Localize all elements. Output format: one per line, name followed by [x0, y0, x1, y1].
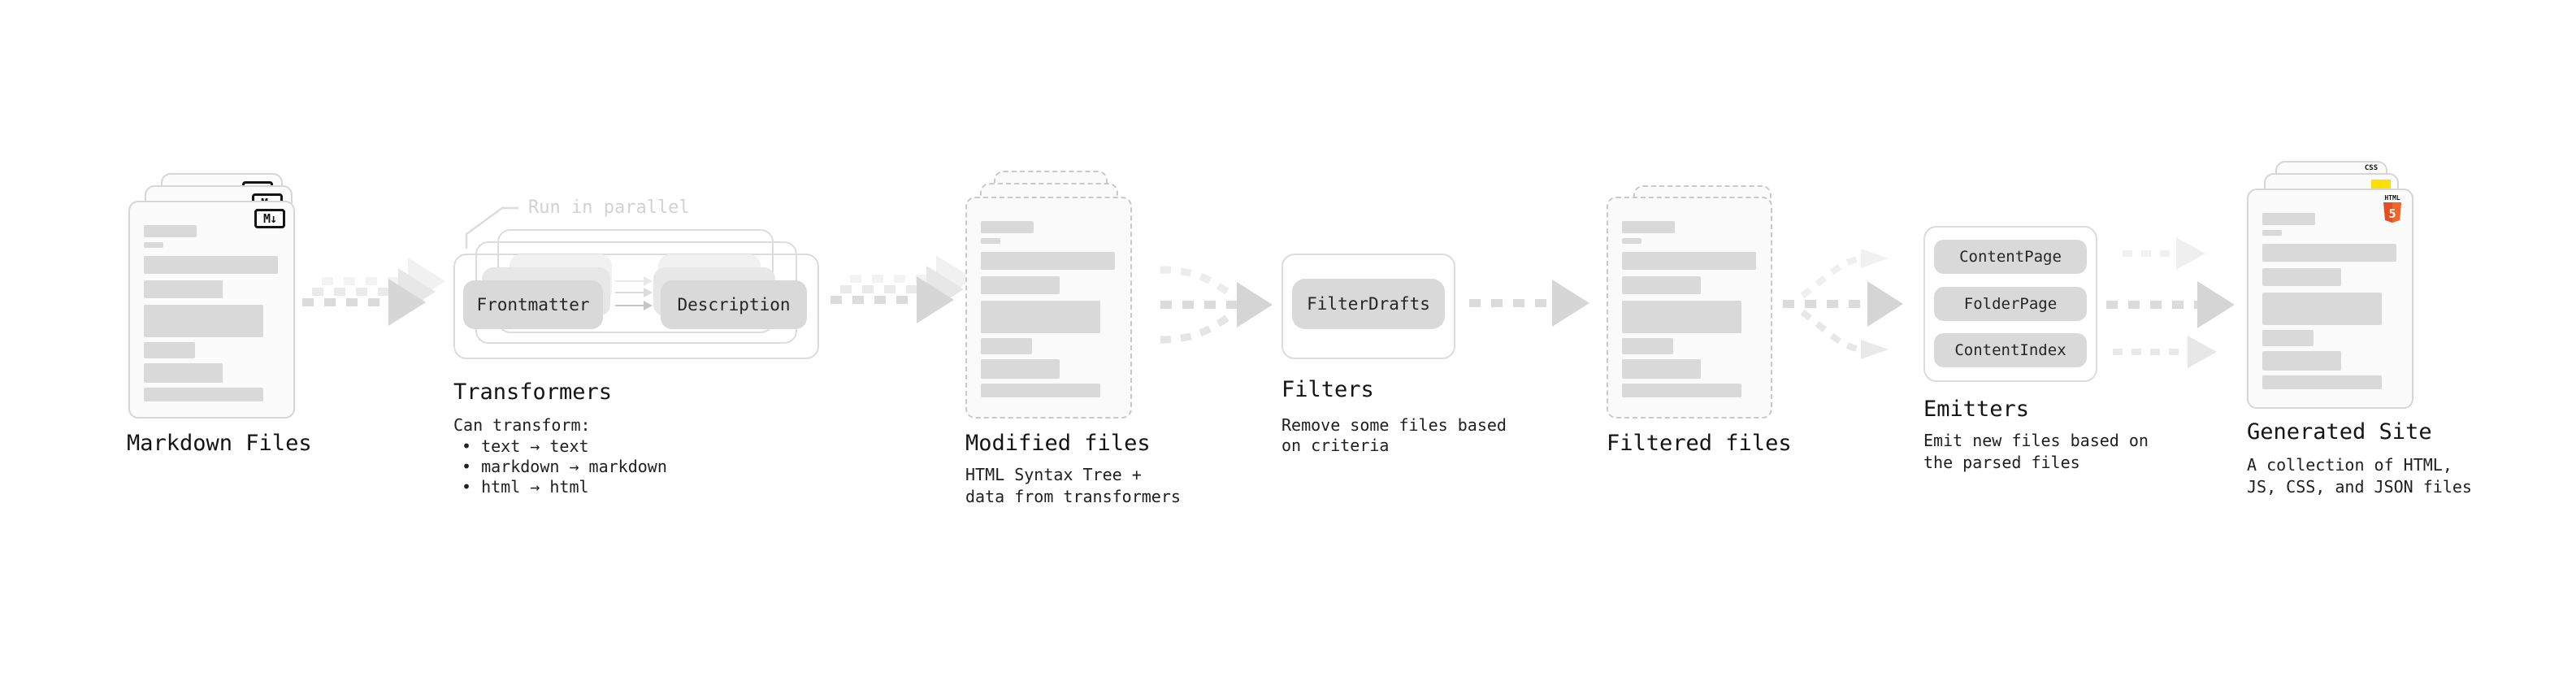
description-line: Emit new files based on	[1923, 431, 2149, 450]
text-line-bar	[1622, 238, 1641, 244]
transformer-box-front	[453, 254, 819, 359]
text-line-bar	[1622, 221, 1675, 233]
emitter-node-folderpage: FolderPage	[1934, 287, 2087, 321]
text-line-bar	[144, 225, 197, 237]
filtered-file-card-front	[1607, 197, 1772, 419]
markdown-icon: M↓	[254, 209, 285, 228]
modified-file-card-front	[965, 197, 1132, 419]
filters-description: Remove some files based on criteria	[1281, 415, 1507, 456]
flow-arrow	[1469, 280, 1589, 327]
css-icon-text: CSS	[2364, 164, 2379, 172]
text-line-bar	[981, 301, 1100, 333]
text-line-bar	[981, 252, 1115, 270]
html5-icon-number: 5	[2388, 206, 2396, 221]
bullet-item: • markdown → markdown	[462, 457, 667, 476]
emitter-node-contentindex: ContentIndex	[1934, 333, 2087, 367]
text-line-bar	[2262, 330, 2314, 346]
text-line-bar	[2262, 375, 2382, 389]
text-line-bar	[2262, 351, 2341, 371]
transformer-node-description: Description	[661, 280, 807, 329]
filter-node-filterdrafts: FilterDrafts	[1292, 279, 1445, 329]
text-line-bar	[981, 384, 1100, 397]
emitters-label: Emitters	[1923, 397, 2030, 422]
generated-site-description: A collection of HTML, JS, CSS, and JSON …	[2247, 454, 2472, 498]
markdown-files-label: Markdown Files	[127, 431, 312, 456]
text-line-bar	[981, 338, 1032, 354]
description-line: the parsed files	[1923, 453, 2080, 472]
html5-icon-word: HTML	[2384, 194, 2400, 202]
text-line-bar	[981, 359, 1060, 379]
html5-icon: HTML 5	[2383, 194, 2401, 223]
transformers-description-title: Can transform:	[453, 415, 591, 435]
text-line-bar	[1622, 359, 1701, 379]
generated-site-label: Generated Site	[2247, 419, 2432, 445]
text-line-bar	[144, 342, 195, 358]
description-line: data from transformers	[965, 487, 1181, 506]
text-line-bar	[1622, 276, 1701, 294]
text-line-bar	[981, 276, 1060, 294]
text-line-bar	[144, 305, 263, 337]
flow-arrow	[302, 279, 426, 326]
description-line: HTML Syntax Tree +	[965, 465, 1142, 484]
annotation-leader-line	[465, 206, 518, 249]
flow-arrow	[830, 276, 954, 323]
modified-files-label: Modified files	[965, 431, 1151, 456]
flow-arrow-ghost	[2123, 237, 2205, 270]
generated-file-card-front: HTML 5	[2247, 189, 2413, 409]
text-line-bar	[1622, 338, 1673, 354]
text-line-bar	[2262, 213, 2315, 225]
text-line-bar	[144, 363, 223, 383]
text-line-bar	[981, 238, 1000, 244]
run-in-parallel-annotation: Run in parallel	[528, 197, 690, 218]
transformers-bullet-list: • text → text • markdown → markdown • ht…	[462, 436, 667, 497]
bullet-item: • text → text	[462, 436, 589, 456]
text-line-bar	[1622, 252, 1756, 270]
flow-arrow-icon	[615, 287, 653, 298]
flow-arrow	[2106, 281, 2235, 328]
flow-arrow-icon	[615, 300, 653, 311]
modified-files-description: HTML Syntax Tree + data from transformer…	[965, 464, 1181, 508]
text-line-bar	[144, 388, 263, 401]
diverging-arrows-icon	[1783, 249, 1903, 359]
text-line-bar	[144, 256, 278, 274]
text-line-bar	[981, 221, 1034, 233]
description-line: on criteria	[1281, 436, 1390, 455]
text-line-bar	[2262, 230, 2282, 236]
flow-arrow-icon	[615, 275, 653, 287]
emitter-node-contentpage: ContentPage	[1934, 240, 2087, 274]
flow-arrow-ghost	[2113, 336, 2217, 368]
text-line-bar	[1622, 301, 1741, 333]
text-line-bar	[144, 280, 223, 298]
filters-label: Filters	[1281, 377, 1374, 402]
text-line-bar	[2262, 244, 2396, 262]
description-line: A collection of HTML,	[2247, 455, 2452, 475]
converging-arrows-icon	[1160, 266, 1273, 344]
bullet-item: • html → html	[462, 477, 589, 497]
description-line: Remove some files based	[1281, 415, 1507, 435]
markdown-file-card-front: M↓	[128, 201, 295, 419]
text-line-bar	[144, 242, 163, 248]
transformer-node-frontmatter: Frontmatter	[463, 280, 603, 329]
text-line-bar	[2262, 268, 2341, 286]
transformers-label: Transformers	[453, 380, 613, 405]
filtered-files-label: Filtered files	[1607, 431, 1792, 456]
text-line-bar	[1622, 384, 1741, 397]
description-line: JS, CSS, and JSON files	[2247, 477, 2472, 497]
text-line-bar	[2262, 293, 2382, 325]
js-icon	[2371, 180, 2391, 189]
emitters-description: Emit new files based on the parsed files	[1923, 430, 2149, 474]
